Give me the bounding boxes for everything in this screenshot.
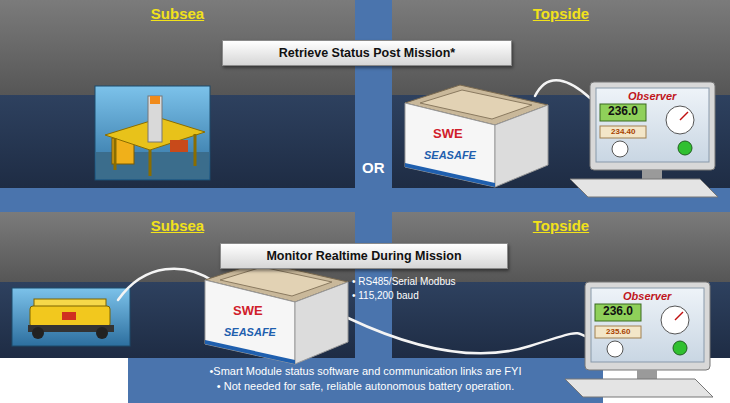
subsea-structure-picture xyxy=(95,86,210,180)
subsea-structure-picture xyxy=(149,150,152,176)
note-text: •Smart Module status software and commun… xyxy=(210,364,522,379)
subsea-structure-picture xyxy=(114,138,117,170)
panel-fill xyxy=(0,0,730,358)
battery-module-picture xyxy=(405,103,495,187)
or-text: OR xyxy=(362,159,385,176)
subsea-structure-picture xyxy=(95,86,210,180)
screen-title: Observer xyxy=(628,90,676,103)
monitor-computer-picture xyxy=(661,306,689,334)
monitor-computer-picture xyxy=(565,379,713,397)
note-text: • Not needed for safe, reliable autonomo… xyxy=(217,379,514,394)
brand-logo-text: SWE xyxy=(433,127,463,142)
banner-text: Retrieve Status Post Mission* xyxy=(279,46,455,60)
monitor-computer-picture xyxy=(675,312,683,320)
rov-picture xyxy=(12,288,130,346)
monitor-computer-picture xyxy=(590,82,715,170)
monitor-computer-picture xyxy=(595,326,641,338)
monitor-computer-picture xyxy=(642,170,662,179)
panel-heading: Subsea xyxy=(0,217,355,234)
banner-text: Monitor Realtime During Mission xyxy=(266,249,461,263)
brand-logo-text: SEASAFE xyxy=(224,326,276,339)
signal-spec: • 115,200 baud xyxy=(352,290,419,302)
monitor-computer-picture xyxy=(678,141,692,155)
brand-logo-text: SWE xyxy=(233,304,263,319)
panel-heading: Topside xyxy=(392,5,730,22)
subsea-structure-picture xyxy=(150,96,160,104)
background xyxy=(128,355,603,403)
region-panel: Subsea xyxy=(0,212,355,358)
cable xyxy=(118,80,590,353)
monitor-computer-picture xyxy=(596,88,709,162)
monitor-computer-picture xyxy=(570,179,718,197)
monitor-computer-picture xyxy=(680,112,688,120)
battery-module-picture xyxy=(495,105,548,187)
monitor-computer-picture xyxy=(585,282,710,370)
subsea-structure-picture xyxy=(170,140,188,152)
battery-module-picture xyxy=(205,262,348,364)
lcd-reading: 236.0 xyxy=(608,105,638,119)
subsea-structure-picture xyxy=(194,134,197,166)
monitor-computer-picture xyxy=(595,304,641,321)
monitor-computer-picture xyxy=(600,126,646,138)
rov-picture xyxy=(30,306,110,327)
monitor-computer-picture xyxy=(565,282,713,397)
monitor-computer-picture xyxy=(666,106,694,134)
lcd-reading: 235.60 xyxy=(606,327,630,336)
region-panel: Subsea xyxy=(0,0,355,188)
rov-picture xyxy=(12,288,130,346)
panel-heading: Subsea xyxy=(0,5,355,22)
rov-picture xyxy=(96,327,108,339)
mode-banner: Monitor Realtime During Mission xyxy=(220,243,508,269)
battery-module-picture xyxy=(295,282,348,364)
monitor-computer-picture xyxy=(612,141,628,157)
note-box: •Smart Module status software and commun… xyxy=(128,357,603,403)
screen-title: Observer xyxy=(623,290,671,303)
lcd-reading: 234.40 xyxy=(611,127,635,136)
rov-picture xyxy=(62,312,76,320)
subsea-structure-picture xyxy=(148,96,162,142)
battery-module-picture xyxy=(405,163,495,187)
monitor-computer-picture xyxy=(570,82,718,197)
signal-spec: • RS485/Serial Modbus xyxy=(352,276,456,288)
monitor-computer-picture xyxy=(600,104,646,121)
mode-banner: Retrieve Status Post Mission* xyxy=(222,40,512,66)
background xyxy=(0,0,730,358)
cable xyxy=(535,80,590,98)
brand-logo-text: SEASAFE xyxy=(424,149,476,162)
monitor-computer-picture xyxy=(673,341,687,355)
monitor-computer-picture xyxy=(637,370,657,379)
cable xyxy=(348,318,585,353)
battery-module-picture xyxy=(205,340,295,364)
cable xyxy=(118,269,215,300)
lcd-reading: 236.0 xyxy=(603,305,633,319)
battery-module-picture xyxy=(205,280,295,364)
battery-module-picture xyxy=(405,85,548,187)
monitor-computer-picture xyxy=(607,341,623,357)
rov-picture xyxy=(32,327,44,339)
panel-heading: Topside xyxy=(392,217,730,234)
monitor-computer-picture xyxy=(591,288,704,362)
